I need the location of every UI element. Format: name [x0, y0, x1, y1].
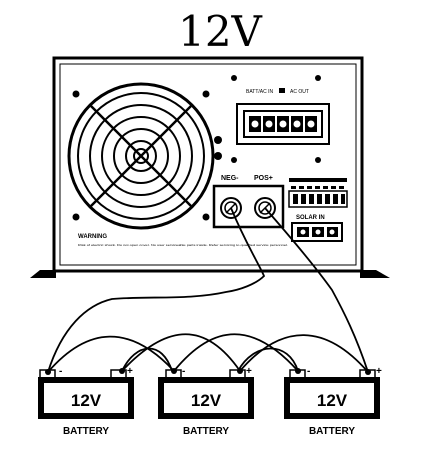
- indicator-led-icon: [214, 136, 222, 144]
- battery-name-label: BATTERY: [183, 426, 229, 437]
- ac-out-label: AC OUT: [290, 89, 309, 95]
- battery-negative-label: -: [307, 366, 310, 377]
- battery-voltage-label: 12V: [317, 391, 348, 410]
- ac-in-label: BATT/AC IN: [246, 89, 274, 95]
- dc-terminal-box: [212, 184, 285, 229]
- warning-title: WARNING: [78, 234, 107, 240]
- battery-3: - + 12V BATTERY: [284, 366, 382, 437]
- battery-1: - + 12V BATTERY: [38, 366, 134, 437]
- diagram-title: 12V: [178, 7, 262, 56]
- signal-connector-strip: [288, 178, 348, 208]
- main-positive-cable: [264, 207, 369, 373]
- series-jumper-2-3: [237, 347, 299, 372]
- ac-terminal-block: [236, 103, 330, 145]
- battery-name-label: BATTERY: [309, 426, 355, 437]
- warning-text: Risk of electric shock. Do not open cove…: [78, 243, 288, 247]
- neg-terminal-label: NEG-: [221, 175, 239, 182]
- battery-positive-label: +: [376, 366, 382, 377]
- battery-voltage-label: 12V: [71, 391, 102, 410]
- battery-negative-label: -: [182, 366, 185, 377]
- battery-name-label: BATTERY: [63, 426, 109, 437]
- battery-positive-label: +: [127, 366, 133, 377]
- battery-voltage-label: 12V: [191, 391, 222, 410]
- parallel-arc-positive: [121, 333, 369, 373]
- parallel-arc-negative: [47, 333, 299, 373]
- battery-2: - + 12V BATTERY: [158, 366, 254, 437]
- indicator-led-icon: [214, 152, 222, 160]
- fan-grille-icon: [67, 82, 215, 230]
- solar-in-terminal: [291, 222, 343, 242]
- battery-positive-label: +: [246, 366, 252, 377]
- main-negative-cable: [47, 207, 266, 373]
- screw-icon: [72, 75, 321, 221]
- battery-negative-label: -: [59, 366, 62, 377]
- solar-in-label: SOLAR IN: [296, 215, 325, 221]
- pos-terminal-label: POS+: [254, 175, 273, 182]
- inverter-unit: WARNING Risk of electric shock. Do not o…: [30, 56, 390, 278]
